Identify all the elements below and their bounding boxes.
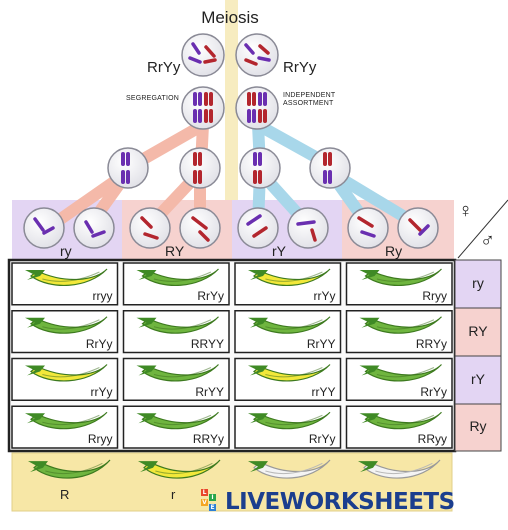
row-gamete-label-0: ry bbox=[472, 275, 484, 291]
pod-calyx-icon bbox=[248, 317, 268, 328]
phenotype-pod-icon bbox=[248, 459, 331, 479]
independent-label-1: INDEPENDENT bbox=[283, 92, 336, 99]
male-symbol: ♂ bbox=[480, 230, 495, 252]
pod-calyx-icon bbox=[359, 413, 380, 424]
pea-pod-icon bbox=[25, 316, 108, 334]
pod-calyx-icon bbox=[138, 461, 158, 473]
meiosis1-cell-3 bbox=[239, 147, 281, 189]
parent-genotype-right: RrYy bbox=[283, 59, 317, 76]
pod-calyx-icon bbox=[136, 317, 157, 328]
pod-calyx-icon bbox=[248, 270, 268, 280]
pod-calyx-icon bbox=[25, 317, 45, 328]
genotype-label: RrYy bbox=[197, 289, 224, 303]
genotype-label: Rryy bbox=[422, 289, 447, 303]
row-gamete-bg-1 bbox=[454, 307, 502, 357]
pod-calyx-icon bbox=[136, 270, 157, 280]
duplicated-cell-right bbox=[235, 86, 279, 130]
gamete-cells bbox=[23, 207, 439, 249]
genotype-label: Rryy bbox=[87, 432, 113, 447]
pea-pod-icon bbox=[359, 316, 442, 334]
punnett-cell bbox=[234, 405, 342, 449]
female-symbol: ♀ bbox=[458, 200, 473, 222]
pod-calyx-icon bbox=[359, 317, 380, 328]
meiosis1-cell-1 bbox=[107, 147, 149, 189]
phenotype-pod-icon bbox=[28, 459, 111, 479]
parent-cell-right bbox=[235, 33, 279, 77]
genotype-label: RRYy bbox=[415, 336, 447, 351]
pea-pod-icon bbox=[248, 364, 331, 382]
segregation-label: SEGREGATION bbox=[126, 95, 180, 102]
genotype-label: rrYy bbox=[313, 289, 336, 303]
phenotype-bar bbox=[11, 452, 453, 512]
gamete-label-Ry: Ry bbox=[385, 243, 403, 259]
pod-calyx-icon bbox=[25, 413, 45, 424]
genotype-label: rrYy bbox=[90, 384, 113, 399]
pea-pod-icon bbox=[25, 411, 108, 430]
row-gamete-label-2: rY bbox=[471, 371, 485, 387]
pod-calyx-icon bbox=[25, 365, 45, 376]
center-stripe bbox=[225, 0, 238, 260]
parent-cell-left bbox=[181, 33, 225, 77]
pea-pod-icon bbox=[248, 411, 331, 430]
pea-pod-icon bbox=[136, 316, 219, 334]
pod-calyx-icon bbox=[136, 413, 157, 424]
independent-label-2: ASSORTMENT bbox=[283, 100, 334, 107]
phenotype-pod-icon bbox=[138, 459, 221, 479]
gamete-label-ry: ry bbox=[60, 243, 72, 259]
pod-calyx-icon bbox=[248, 461, 268, 473]
genotype-label: rryy bbox=[92, 289, 113, 303]
genotype-label: RrYY bbox=[306, 336, 336, 351]
watermark-text: LIVEWORKSHEETS bbox=[225, 489, 455, 515]
pea-pod-icon bbox=[136, 411, 219, 430]
genotype-label: RrYY bbox=[195, 384, 224, 399]
pod-calyx-icon bbox=[359, 270, 380, 280]
row-gamete-label-3: Ry bbox=[469, 418, 487, 434]
phenotype-pod-icon bbox=[358, 459, 441, 479]
liveworksheets-logo-icon: L I V E bbox=[201, 489, 216, 511]
genotype-label: RrYy bbox=[308, 432, 336, 447]
gamete-label-RY: RY bbox=[165, 243, 185, 259]
pod-calyx-icon bbox=[359, 365, 380, 376]
pea-pod-icon bbox=[25, 364, 108, 382]
genotype-label: RRYY bbox=[190, 336, 224, 351]
pod-calyx-icon bbox=[248, 413, 268, 424]
punnett-cell bbox=[345, 357, 453, 401]
pea-pod-icon bbox=[136, 268, 219, 286]
genotype-label: rrYY bbox=[311, 384, 336, 399]
pea-pod-icon bbox=[359, 364, 442, 382]
pod-calyx-icon bbox=[248, 365, 268, 376]
phenotype-label-r: r bbox=[171, 487, 176, 502]
pea-pod-icon bbox=[359, 411, 442, 430]
liveworksheets-watermark: L I V E LIVEWORKSHEETS bbox=[201, 488, 455, 516]
punnett-cell bbox=[122, 310, 230, 354]
row-gamete-bg-3 bbox=[454, 403, 502, 452]
pea-pod-icon bbox=[248, 316, 331, 334]
pea-pod-icon bbox=[359, 268, 442, 286]
pod-calyx-icon bbox=[28, 461, 48, 473]
punnett-cells bbox=[11, 262, 453, 449]
parent-genotype-left: RrYy bbox=[147, 59, 181, 76]
row-gamete-label-1: RY bbox=[468, 323, 488, 339]
row-gamete-bg-0 bbox=[454, 259, 502, 309]
genotype-label: RrYy bbox=[85, 336, 113, 351]
genotype-label: RRyy bbox=[417, 432, 447, 447]
page-title: Meiosis bbox=[201, 8, 259, 27]
phenotype-pods bbox=[28, 459, 441, 479]
pod-calyx-icon bbox=[136, 365, 157, 376]
duplicated-cell-left bbox=[181, 86, 225, 130]
genotype-label: RRYy bbox=[192, 432, 224, 447]
meiosis1-cell-2 bbox=[179, 147, 221, 189]
symbol-divider bbox=[457, 199, 508, 259]
pod-calyx-icon bbox=[25, 270, 45, 280]
meiosis1-cell-4 bbox=[309, 147, 351, 189]
pea-pod-icon bbox=[25, 268, 108, 286]
genotype-label: RrYy bbox=[420, 384, 447, 399]
pea-pod-icon bbox=[248, 268, 331, 286]
gamete-label-rY: rY bbox=[272, 243, 286, 259]
pea-pod-icon bbox=[136, 364, 219, 382]
pod-calyx-icon bbox=[358, 461, 378, 473]
phenotype-label-R: R bbox=[60, 487, 70, 502]
punnett-cell bbox=[11, 357, 119, 401]
